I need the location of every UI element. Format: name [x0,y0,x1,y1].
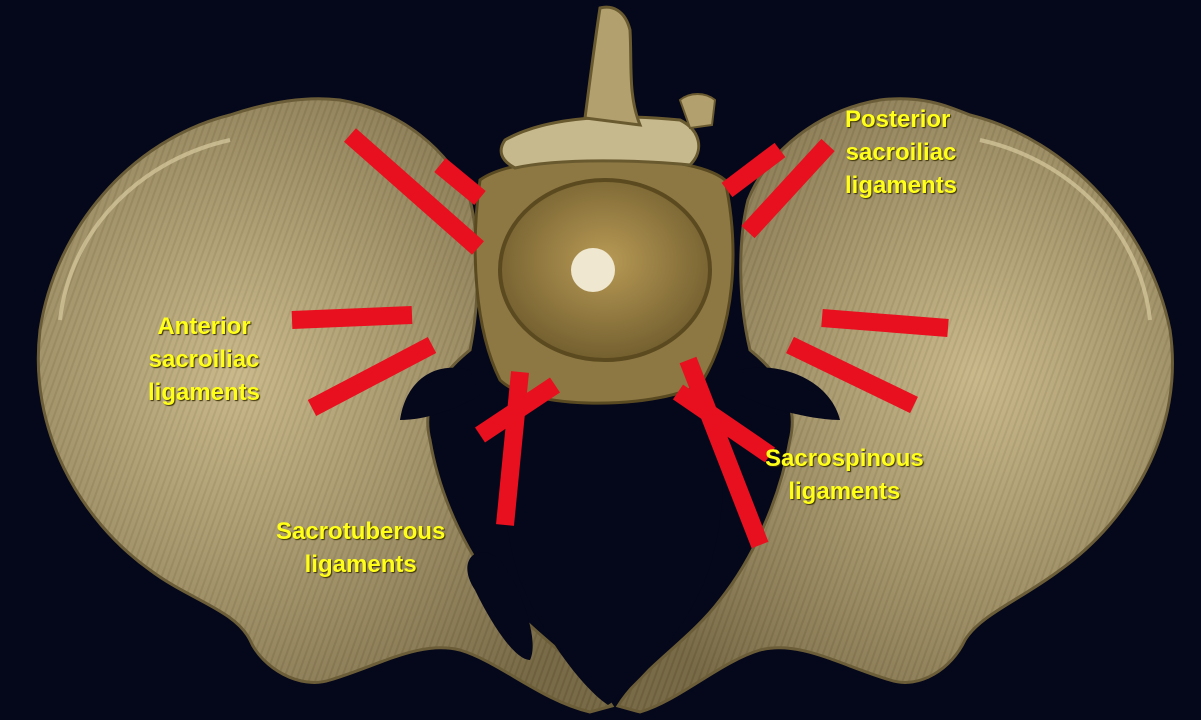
marker-anterior-right-1 [822,318,948,328]
anterior-label-line-3: ligaments [148,376,260,409]
sacrotuberous-label-line-2: ligaments [276,548,445,581]
sacrotuberous-label-line-1: Sacrotuberous [276,515,445,548]
sacrospinous-label-line-2: ligaments [765,475,924,508]
anterior-label-line-2: sacroiliac [148,343,260,376]
posterior-label-line-1: Posterior [845,103,957,136]
sacrum-vertebra [475,7,733,403]
sacrospinous-label: Sacrospinous ligaments [765,442,924,508]
anterior-label-line-1: Anterior [148,310,260,343]
marker-anterior-left-1 [292,315,412,320]
posterior-label-line-2: sacroiliac [845,136,957,169]
sacrospinous-label-line-1: Sacrospinous [765,442,924,475]
posterior-label-line-3: ligaments [845,169,957,202]
posterior-sacroiliac-label: Posterior sacroiliac ligaments [845,103,957,202]
anterior-sacroiliac-label: Anterior sacroiliac ligaments [148,310,260,409]
sacrotuberous-label: Sacrotuberous ligaments [276,515,445,581]
